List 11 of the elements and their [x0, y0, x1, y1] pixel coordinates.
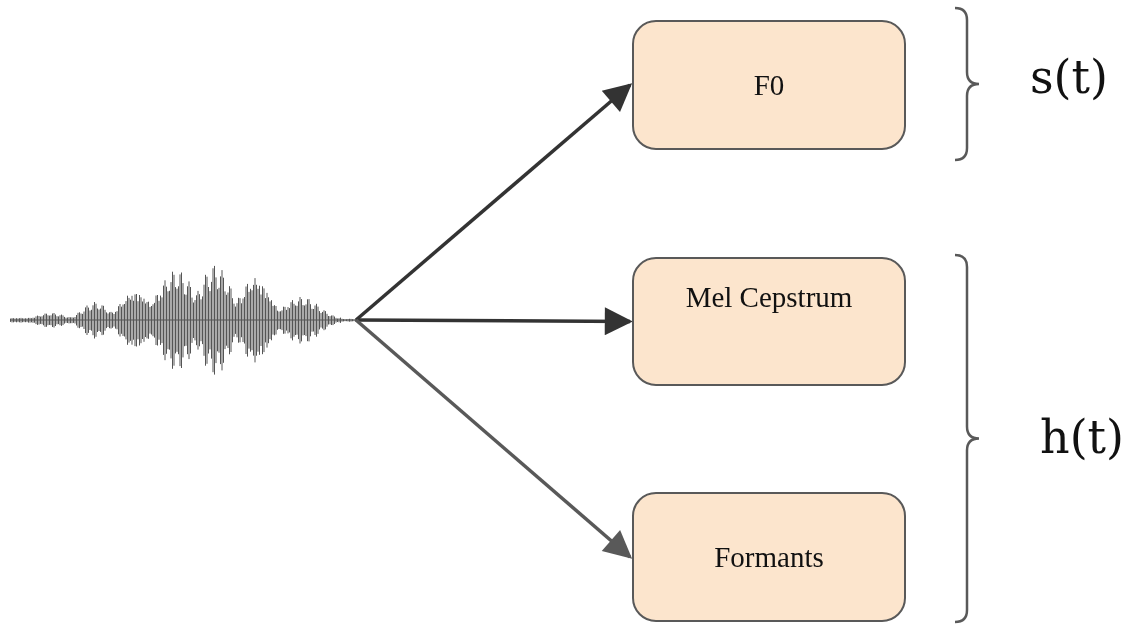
- box-label: Mel Cepstrum: [685, 281, 853, 314]
- arrow: [354, 318, 633, 559]
- box-label: F0: [753, 68, 785, 102]
- arrow: [356, 307, 633, 336]
- brace-label: s(t): [1030, 50, 1108, 104]
- arrow: [354, 83, 633, 322]
- brace-label: h(t): [1040, 410, 1124, 464]
- process-box: [632, 257, 906, 386]
- process-box: [632, 492, 906, 622]
- process-box: [632, 20, 906, 150]
- box-label: Formants: [714, 541, 824, 574]
